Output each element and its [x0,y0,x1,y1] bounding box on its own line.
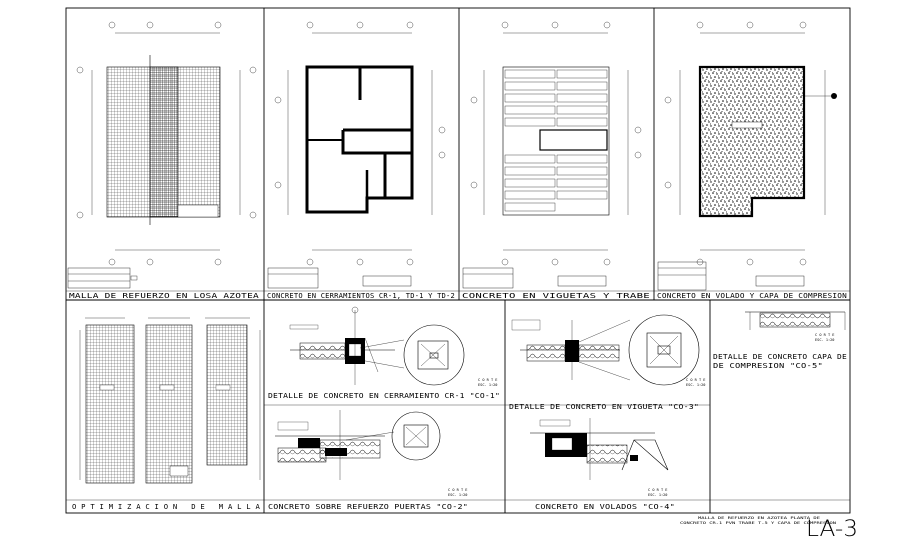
caption-co5-line1: DETALLE DE CONCRETO CAPA DE [713,352,847,361]
sheet-number: LA-3 [806,517,858,539]
panel-detalle-co1: C O R T E ESC. 1:20 [289,306,497,387]
caption-volado: CONCRETO EN VOLADO Y CAPA DE COMPRESION [657,291,847,300]
corte-label-co2: C O R T E [448,488,467,492]
panel-viguetas [462,21,642,289]
caption-viguetas: CONCRETO EN VIGUETAS Y TRABE [462,291,650,300]
panel-detalle-co3: C O R T E ESC. 1:20 [511,314,705,387]
caption-co1: DETALLE DE CONCRETO EN CERRAMIENTO CR-1 … [268,391,500,400]
title-block-line1: MALLA DE REFUERZO EN AZOTEA PLANTA DE [698,516,820,520]
svg-text:ESC. 1:20: ESC. 1:20 [648,493,667,497]
caption-co5-line2: DE COMPRESION "CO-5" [713,361,823,370]
svg-text:ESC. 1:20: ESC. 1:20 [686,383,705,387]
title-block-line2: CONCRETO CR-1 PVN TRABE T-5 Y CAPA DE CO… [680,521,836,525]
svg-text:ESC. 1:20: ESC. 1:20 [815,338,834,342]
corte-label-co3: C O R T E [686,378,705,382]
sheet-border [65,7,851,514]
corte-label-co1: C O R T E [478,378,497,382]
panel-volado [657,21,837,291]
panel-cerramientos [267,21,446,289]
caption-co3: DETALLE DE CONCRETO EN VIGUETA "CO-3" [509,402,699,411]
panel-optimizacion [79,317,261,484]
caption-cerramientos: CONCRETO EN CERRAMIENTOS CR-1, TD-1 Y TD… [267,291,455,300]
caption-malla-losa: MALLA DE REFUERZO EN LOSA AZOTEA [69,291,260,300]
svg-text:ESC. 1:20: ESC. 1:20 [478,383,497,387]
caption-co4: CONCRETO EN VOLADOS "CO-4" [535,502,675,511]
caption-optimizacion: OPTIMIZACION DE MALLA [72,502,260,511]
panel-detalle-co5: C O R T E ESC. 1:20 [745,311,846,342]
panel-detalle-co2: C O R T E ESC. 1:20 [275,410,467,497]
panel-detalle-co4: C O R T E ESC. 1:20 [530,418,669,497]
svg-text:ESC. 1:20: ESC. 1:20 [448,493,467,497]
panel-malla-losa [67,21,257,289]
caption-co2: CONCRETO SOBRE REFUERZO PUERTAS "CO-2" [268,502,468,511]
corte-label-co4: C O R T E [648,488,667,492]
svg-text:C O R T E: C O R T E [815,333,834,337]
